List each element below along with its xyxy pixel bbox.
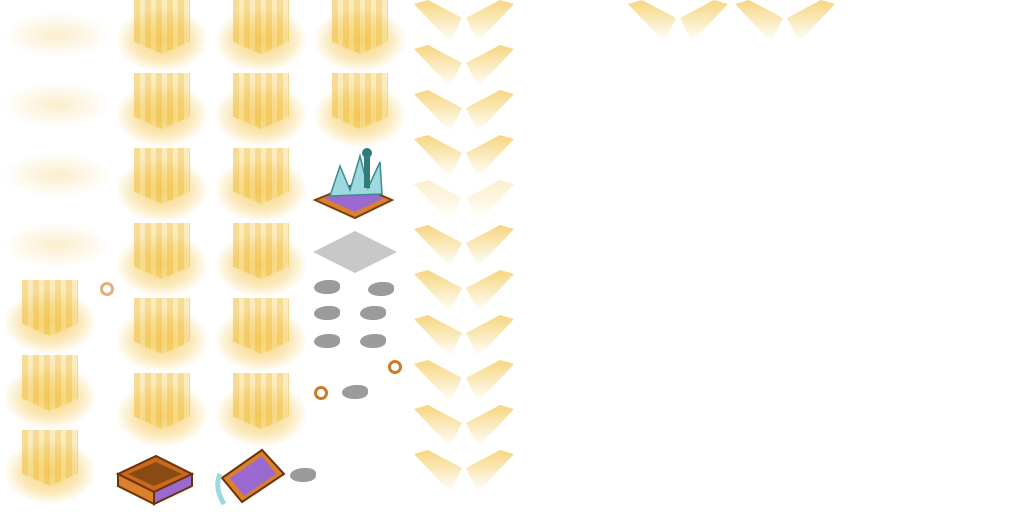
smoke-puffs: [314, 306, 340, 320]
glow-pillar: [116, 0, 208, 72]
light-rays: [414, 225, 514, 267]
smoke-puffs: [314, 334, 340, 348]
smoke-puffs: [290, 468, 316, 482]
light-rays: [414, 270, 514, 312]
light-rays: [414, 315, 514, 357]
glow-pillar: [314, 0, 406, 72]
glow-pillar: [215, 373, 307, 447]
glow-pillar: [116, 373, 208, 447]
glow-pillar: [215, 223, 307, 297]
light-rays: [414, 360, 514, 402]
faint-glow: [2, 222, 112, 268]
ring-particle: [314, 386, 328, 400]
glow-pillar: [4, 430, 96, 504]
faint-glow: [2, 152, 112, 198]
glow-pillar: [215, 148, 307, 222]
glow-pillar: [215, 73, 307, 147]
smoke-puffs: [360, 334, 386, 348]
ring-particle: [100, 282, 114, 296]
tipped-chest: [215, 448, 286, 506]
glow-pillar: [116, 73, 208, 147]
glow-pillar: [116, 298, 208, 372]
glow-pillar: [4, 355, 96, 429]
glow-pillar: [314, 73, 406, 147]
light-rays: [414, 405, 514, 447]
glow-pillar: [116, 148, 208, 222]
light-rays: [414, 0, 514, 42]
closed-chest: [115, 454, 195, 506]
floor-tile-shadow: [313, 231, 397, 273]
light-rays: [735, 0, 835, 42]
light-rays: [414, 450, 514, 492]
faint-glow: [2, 12, 112, 58]
glow-pillar: [116, 223, 208, 297]
light-rays: [414, 180, 514, 222]
glow-pillar: [215, 298, 307, 372]
smoke-puffs: [360, 306, 386, 320]
ring-particle: [388, 360, 402, 374]
smoke-puffs: [314, 280, 340, 294]
light-rays: [414, 90, 514, 132]
light-rays: [414, 45, 514, 87]
light-rays: [414, 135, 514, 177]
smoke-puffs: [342, 385, 368, 399]
faint-glow: [2, 82, 112, 128]
open-chest-with-crystal: [312, 148, 395, 220]
glow-pillar: [4, 280, 96, 354]
smoke-puffs: [368, 282, 394, 296]
glow-pillar: [215, 0, 307, 72]
light-rays: [628, 0, 728, 42]
